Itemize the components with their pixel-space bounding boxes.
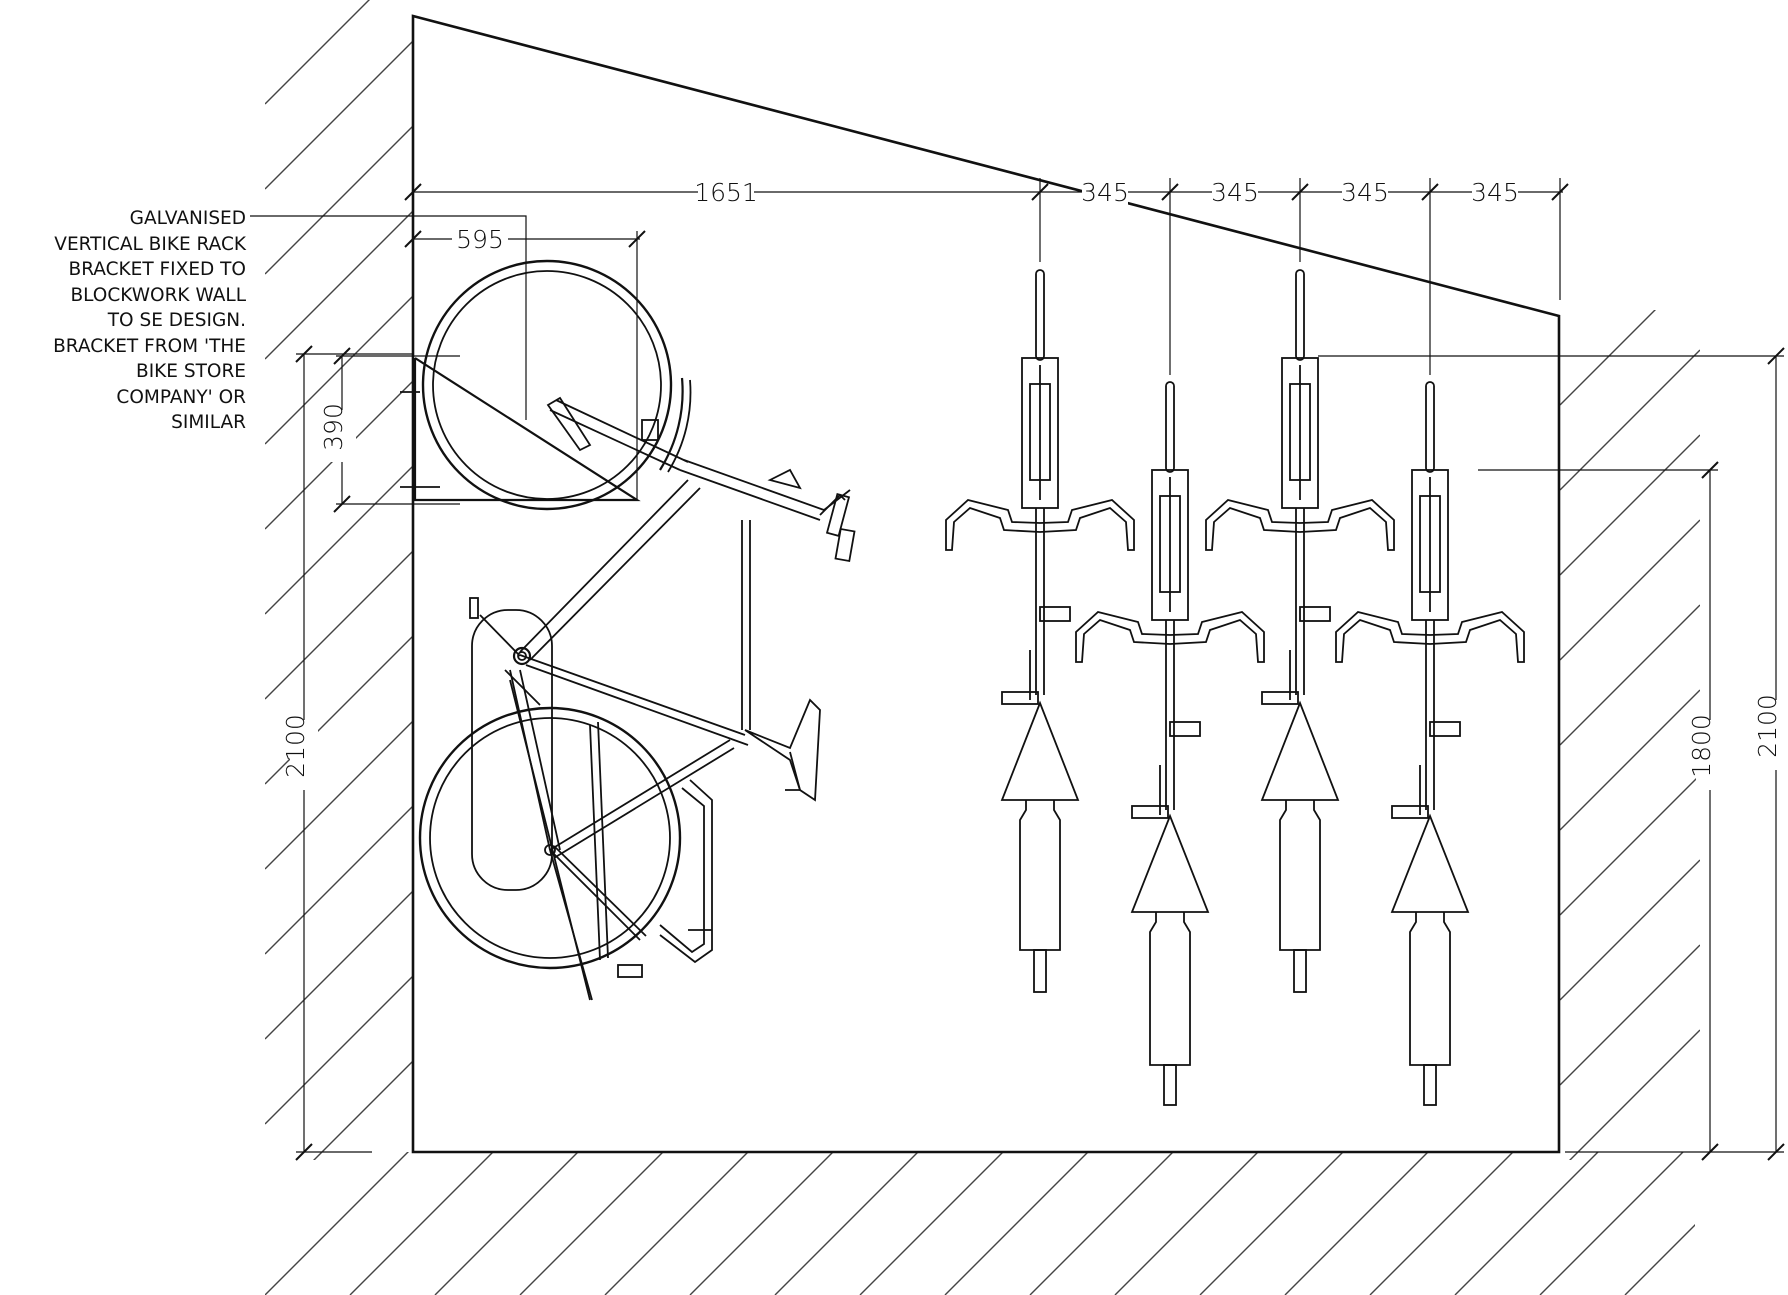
dimension-label-right-height: 2100 bbox=[1753, 694, 1788, 770]
svg-text:345: 345 bbox=[1211, 178, 1259, 207]
dimension-label-spacing-4: 345 bbox=[1471, 178, 1519, 207]
side-view-bike bbox=[400, 259, 856, 1001]
front-wheel bbox=[421, 259, 673, 511]
hatch-floor-slab bbox=[265, 1152, 1695, 1295]
svg-text:COMPANY' OR: COMPANY' OR bbox=[116, 387, 246, 408]
svg-text:2100: 2100 bbox=[1753, 694, 1782, 758]
svg-text:345: 345 bbox=[1471, 178, 1519, 207]
svg-text:VERTICAL BIKE RACK: VERTICAL BIKE RACK bbox=[54, 234, 247, 255]
front-view-bike-3 bbox=[1205, 269, 1395, 993]
front-view-bike-2 bbox=[1075, 381, 1265, 1106]
dimension-label-spacing-3: 345 bbox=[1341, 178, 1389, 207]
wall-bracket bbox=[413, 357, 641, 502]
svg-text:1800: 1800 bbox=[1687, 714, 1716, 778]
svg-text:GALVANISED: GALVANISED bbox=[130, 208, 246, 229]
front-view-bike-4 bbox=[1335, 381, 1525, 1106]
dimension-label-wheel-diameter: 595 bbox=[452, 225, 508, 254]
svg-text:345: 345 bbox=[1081, 178, 1129, 207]
svg-text:390: 390 bbox=[319, 403, 348, 451]
svg-text:BRACKET FIXED TO: BRACKET FIXED TO bbox=[69, 259, 247, 280]
front-view-bike-1 bbox=[945, 269, 1135, 993]
bracket-specification-note: GALVANISED VERTICAL BIKE RACK BRACKET FI… bbox=[53, 208, 247, 433]
dimension-label-spacing-1: 345 bbox=[1081, 178, 1129, 207]
svg-text:1651: 1651 bbox=[694, 178, 758, 207]
hatch-left-wall bbox=[265, 0, 413, 1160]
svg-text:2100: 2100 bbox=[281, 714, 310, 778]
svg-text:BLOCKWORK WALL: BLOCKWORK WALL bbox=[70, 285, 246, 306]
dimension-label-spacing-2: 345 bbox=[1211, 178, 1259, 207]
rear-wheel bbox=[418, 706, 682, 970]
svg-text:345: 345 bbox=[1341, 178, 1389, 207]
svg-text:595: 595 bbox=[456, 225, 504, 254]
dimension-label-rack-height: 1800 bbox=[1687, 714, 1724, 790]
svg-text:TO SE DESIGN.: TO SE DESIGN. bbox=[107, 310, 246, 331]
hatch-right-wall bbox=[1560, 310, 1700, 1160]
svg-text:BIKE STORE: BIKE STORE bbox=[136, 361, 246, 382]
svg-text:SIMILAR: SIMILAR bbox=[171, 412, 246, 433]
svg-text:BRACKET FROM 'THE: BRACKET FROM 'THE bbox=[53, 336, 246, 357]
dimension-label-bracket-height: 390 bbox=[319, 403, 356, 462]
dimension-label-overall-width: 1651 bbox=[694, 178, 758, 207]
bike-store-outline bbox=[411, 14, 1561, 1154]
dimension-label-left-height: 2100 bbox=[281, 714, 318, 790]
